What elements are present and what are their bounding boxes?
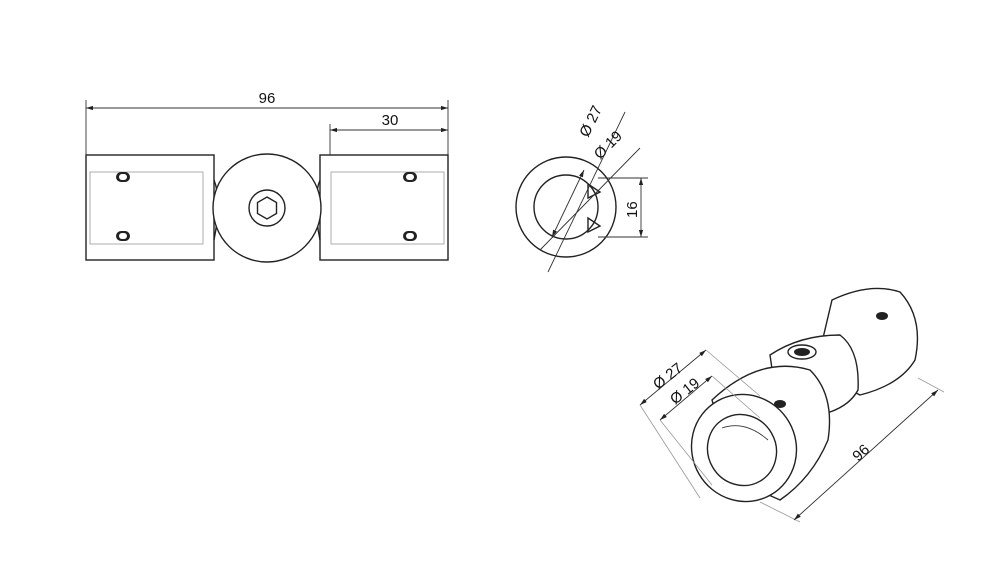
hex-socket-core	[794, 348, 810, 356]
dimension-label-id: Ø 19	[591, 128, 626, 163]
isometric-view: Ø 27 Ø 19 96	[639, 287, 945, 523]
right-clamp-hidden-bore	[330, 171, 445, 245]
hex-socket-icon	[256, 196, 278, 220]
end-view: Ø 27 Ø 19 16	[515, 103, 648, 273]
left-clamp-hidden-bore	[89, 171, 204, 245]
dimension-line-od	[551, 169, 585, 238]
screw-icon	[116, 172, 130, 182]
front-bore	[706, 413, 778, 487]
screw-icon	[116, 231, 130, 241]
extension-iso-len-b	[917, 377, 945, 393]
extension-iso-len-a	[759, 501, 801, 523]
screw-hole-icon	[774, 400, 786, 408]
dimension-label-iso-96: 96	[849, 441, 873, 465]
screw-hole-icon	[876, 312, 888, 320]
extension-iso-od-a	[639, 404, 701, 499]
hex-socket-icon	[787, 344, 817, 360]
dimension-label-od: Ø 27	[576, 103, 606, 140]
extension-iso-id-a	[659, 419, 713, 486]
pivot-disc	[212, 153, 322, 263]
outer-ring	[515, 156, 617, 258]
grip-tooth-icon	[587, 216, 602, 234]
extension-iso-od-b	[705, 349, 761, 397]
extension-iso-id-b	[711, 375, 761, 419]
dimension-label-30: 30	[382, 112, 399, 129]
dimension-line-iso-96	[793, 389, 939, 521]
bore-depth-line	[721, 425, 769, 441]
dimension-label-96: 96	[259, 90, 276, 107]
front-view: 96 30	[85, 90, 449, 263]
screw-icon	[403, 231, 417, 241]
dimension-label-16: 16	[624, 201, 641, 218]
leader-outer-diameter	[547, 111, 626, 273]
pivot-boss	[248, 189, 286, 227]
dimension-line-iso-id	[659, 375, 713, 421]
screw-icon	[403, 172, 417, 182]
